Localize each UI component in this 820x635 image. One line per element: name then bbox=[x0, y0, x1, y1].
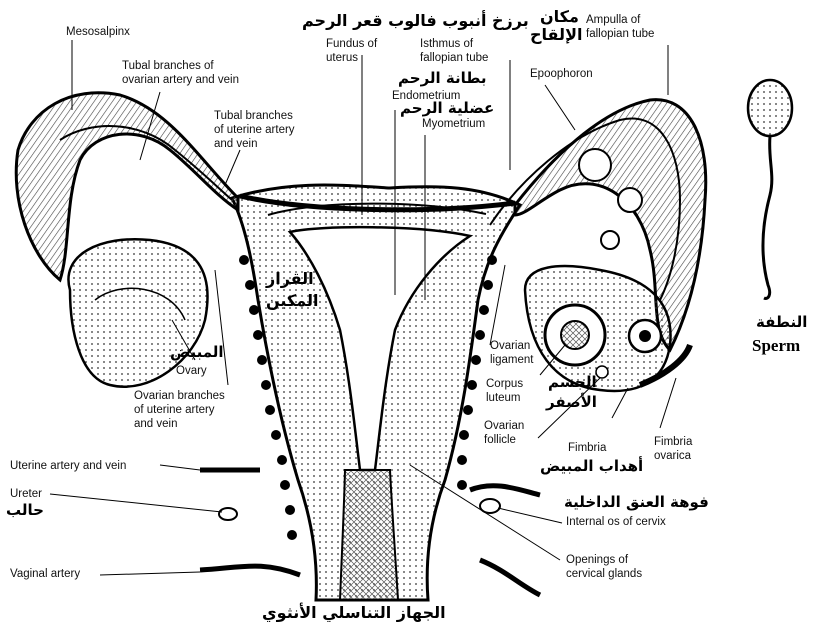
label-ovarian-follicle-1: Ovarian bbox=[484, 420, 524, 433]
arabic-ampulla-1: مكان bbox=[540, 8, 579, 25]
arabic-corpus-luteum-2: الأصفر bbox=[546, 394, 597, 411]
label-ovarian-ligament-2: ligament bbox=[490, 354, 533, 367]
arabic-uterine-cavity-2: المكين bbox=[266, 292, 318, 309]
arabic-ovary: المبيض bbox=[170, 344, 224, 361]
label-fimbria-ovarica-2: ovarica bbox=[654, 450, 691, 463]
uterus bbox=[232, 185, 520, 600]
arabic-internal-os: فوهة العنق الداخلية bbox=[564, 494, 709, 511]
arabic-endometrium: بطانة الرحم bbox=[398, 70, 487, 87]
label-openings-2: cervical glands bbox=[566, 568, 642, 581]
label-tubal-ovarian-1: Tubal branches of bbox=[122, 60, 214, 73]
label-epoophoron: Epoophoron bbox=[530, 68, 593, 81]
arabic-corpus-luteum-1: الجسم bbox=[548, 374, 597, 391]
arabic-fundus-isthmus: برزخ أنبوب فالوب قعر الرحم bbox=[302, 12, 529, 29]
label-tubal-uterine-3: and vein bbox=[214, 138, 257, 151]
label-openings-1: Openings of bbox=[566, 554, 628, 567]
vaginal-artery-vessel bbox=[200, 566, 300, 575]
label-fimbria: Fimbria bbox=[568, 442, 606, 455]
arabic-fimbria: أهداب المبيض bbox=[540, 458, 643, 475]
arabic-myometrium: عضلية الرحم bbox=[400, 100, 494, 117]
label-ampulla-2: fallopian tube bbox=[586, 28, 654, 41]
label-ovarian-branches-2: of uterine artery bbox=[134, 404, 215, 417]
label-isthmus-2: fallopian tube bbox=[420, 52, 488, 65]
label-vaginal-artery: Vaginal artery bbox=[10, 568, 80, 581]
label-ovary: Ovary bbox=[176, 365, 207, 378]
label-tubal-uterine-1: Tubal branches bbox=[214, 110, 293, 123]
label-tubal-uterine-2: of uterine artery bbox=[214, 124, 295, 137]
ureter-left bbox=[219, 508, 237, 520]
label-ovarian-branches-3: and vein bbox=[134, 418, 177, 431]
arabic-ureter: حالب bbox=[6, 502, 44, 519]
arabic-uterine-cavity-1: القرار bbox=[266, 270, 314, 287]
arabic-ampulla-2: الإلقاح bbox=[530, 26, 582, 43]
label-tubal-ovarian-2: ovarian artery and vein bbox=[122, 74, 239, 87]
label-ovarian-follicle-2: follicle bbox=[484, 434, 516, 447]
arabic-sperm: النطفة bbox=[756, 314, 807, 331]
label-ureter: Ureter bbox=[10, 488, 42, 501]
label-uterine-artery-vein: Uterine artery and vein bbox=[10, 460, 126, 473]
label-fundus-2: uterus bbox=[326, 52, 358, 65]
label-corpus-luteum-1: Corpus bbox=[486, 378, 523, 391]
label-ovarian-ligament-1: Ovarian bbox=[490, 340, 530, 353]
label-myometrium: Myometrium bbox=[422, 118, 485, 131]
label-internal-os: Internal os of cervix bbox=[566, 516, 666, 529]
label-fimbria-ovarica-1: Fimbria bbox=[654, 436, 692, 449]
right-ovary bbox=[525, 266, 671, 391]
label-mesosalpinx: Mesosalpinx bbox=[66, 26, 130, 39]
label-isthmus-1: Isthmus of bbox=[420, 38, 473, 51]
sperm-drawing bbox=[748, 80, 792, 298]
label-fundus-1: Fundus of bbox=[326, 38, 377, 51]
label-ampulla-1: Ampulla of bbox=[586, 14, 640, 27]
label-sperm: Sperm bbox=[752, 336, 800, 356]
label-corpus-luteum-2: luteum bbox=[486, 392, 521, 405]
arabic-caption: الجهاز التناسلي الأنثوي bbox=[262, 604, 446, 621]
label-ovarian-branches-1: Ovarian branches bbox=[134, 390, 225, 403]
